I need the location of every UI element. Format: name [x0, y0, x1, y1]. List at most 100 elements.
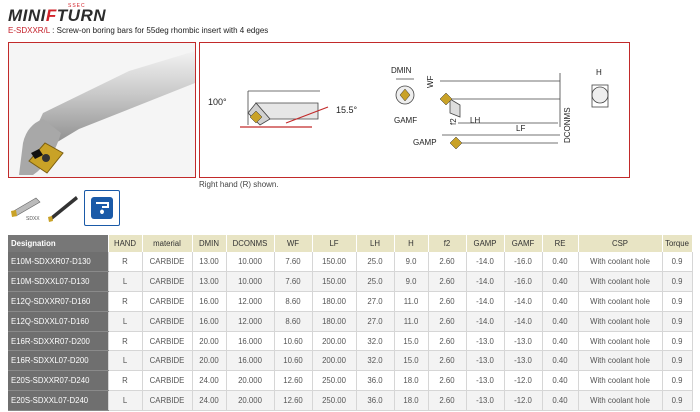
table-cell: 27.0: [356, 311, 395, 332]
table-cell: 2.60: [428, 291, 467, 312]
table-cell: 36.0: [356, 370, 395, 392]
table-cell: 15.0: [394, 350, 429, 372]
table-cell: CARBIDE: [142, 350, 193, 372]
brand-tiny-text: SSEC: [68, 3, 86, 9]
table-cell: 24.00: [192, 390, 227, 412]
table-cell: E20S-SDXXL07-D240: [8, 390, 109, 412]
dconms-label: DCONMS: [563, 107, 572, 143]
table-cell: E16R-SDXXL07-D200: [8, 350, 109, 372]
table-cell: -12.0: [504, 390, 543, 412]
table-cell: L: [108, 390, 143, 412]
table-cell: -13.0: [504, 331, 543, 352]
table-cell: 32.0: [356, 331, 395, 352]
table-cell: 2.60: [428, 311, 467, 332]
long-bar-thumb-icon[interactable]: [46, 190, 80, 224]
table-cell: L: [108, 350, 143, 372]
table-cell: CARBIDE: [142, 271, 193, 292]
table-cell: 0.40: [542, 370, 579, 392]
table-cell: 0.40: [542, 252, 579, 272]
table-cell: -14.0: [466, 271, 505, 292]
table-cell: 200.00: [312, 350, 357, 372]
table-cell: 0.40: [542, 271, 579, 292]
column-header: LF: [312, 235, 357, 252]
table-cell: 13.00: [192, 271, 227, 292]
table-cell: 13.00: [192, 252, 227, 272]
svg-text:SDXX: SDXX: [26, 216, 40, 222]
dmin-label: DMIN: [391, 66, 412, 75]
table-cell: 16.000: [226, 331, 275, 352]
table-cell: -14.0: [466, 311, 505, 332]
table-cell: 8.60: [274, 291, 313, 312]
table-cell: 2.60: [428, 370, 467, 392]
table-cell: 24.00: [192, 370, 227, 392]
column-header: H: [394, 235, 429, 252]
table-cell: 20.000: [226, 390, 275, 412]
table-cell: 7.60: [274, 271, 313, 292]
table-cell: 16.00: [192, 311, 227, 332]
h-label: H: [596, 68, 602, 77]
angle-155-label: 15.5°: [336, 105, 358, 115]
table-cell: 0.9: [662, 271, 693, 292]
table-cell: E10M-SDXXL07-D130: [8, 271, 109, 292]
table-cell: 10.60: [274, 350, 313, 372]
f2-label: f2: [449, 118, 458, 125]
table-cell: 0.40: [542, 291, 579, 312]
table-cell: R: [108, 331, 143, 352]
table-cell: With coolant hole: [578, 331, 663, 352]
table-cell: -12.0: [504, 370, 543, 392]
table-cell: E20S-SDXXR07-D240: [8, 370, 109, 392]
column-header: RE: [542, 235, 579, 252]
table-cell: 2.60: [428, 331, 467, 352]
table-cell: 0.9: [662, 252, 693, 272]
table-cell: 0.40: [542, 311, 579, 332]
table-cell: 8.60: [274, 311, 313, 332]
table-cell: 10.60: [274, 331, 313, 352]
table-cell: CARBIDE: [142, 291, 193, 312]
table-cell: 0.40: [542, 331, 579, 352]
table-cell: 2.60: [428, 350, 467, 372]
page-subtitle: E-SDXXR/L : Screw-on boring bars for 55d…: [8, 26, 268, 35]
column-header: DMIN: [192, 235, 227, 252]
table-cell: -13.0: [466, 350, 505, 372]
table-cell: -13.0: [504, 350, 543, 372]
table-cell: 25.0: [356, 252, 395, 272]
lf-label: LF: [516, 124, 525, 133]
boring-bar-thumb-icon[interactable]: SDXX: [8, 190, 42, 224]
table-cell: With coolant hole: [578, 390, 663, 412]
table-cell: 12.60: [274, 370, 313, 392]
table-cell: -13.0: [466, 390, 505, 412]
column-header: HAND: [108, 235, 143, 252]
wf-label: WF: [426, 75, 435, 88]
table-cell: 0.9: [662, 331, 693, 352]
table-cell: 20.00: [192, 350, 227, 372]
coolant-icon[interactable]: [84, 190, 120, 226]
technical-drawing: 100° 15.5° DMIN WF GAMF GAMP f2 LH LF DC…: [199, 42, 630, 178]
table-cell: 0.9: [662, 350, 693, 372]
table-cell: 27.0: [356, 291, 395, 312]
table-cell: R: [108, 252, 143, 272]
table-cell: 150.00: [312, 252, 357, 272]
table-cell: 16.000: [226, 350, 275, 372]
column-header: f2: [428, 235, 467, 252]
table-cell: R: [108, 370, 143, 392]
table-cell: With coolant hole: [578, 370, 663, 392]
product-photo: [8, 42, 196, 178]
table-cell: 20.000: [226, 370, 275, 392]
table-cell: With coolant hole: [578, 350, 663, 372]
table-cell: -14.0: [504, 311, 543, 332]
angle-100-label: 100°: [208, 97, 227, 107]
table-cell: 0.9: [662, 370, 693, 392]
table-cell: CARBIDE: [142, 390, 193, 412]
right-hand-note: Right hand (R) shown.: [199, 180, 279, 189]
